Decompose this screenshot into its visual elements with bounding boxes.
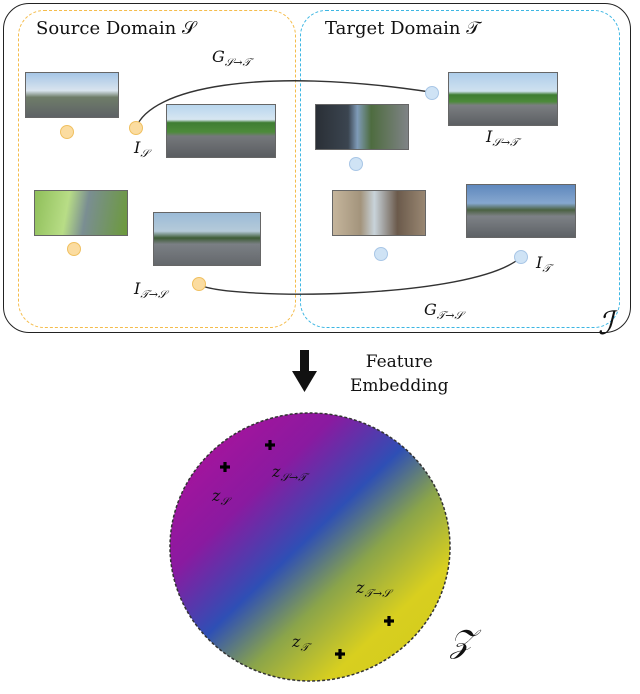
target-domain-box: [300, 10, 620, 328]
feature-space-symbol: 𝒵: [450, 622, 475, 660]
source-domain-box: [18, 10, 296, 328]
label-g-s2t: G𝒮→𝒯: [212, 47, 251, 70]
source-domain-title: Source Domain 𝒮: [36, 18, 196, 39]
target-dot-2: [349, 157, 363, 171]
label-i-s: I𝒮: [134, 138, 149, 161]
target-image-3: [332, 190, 426, 236]
label-i-t: I𝒯: [536, 253, 551, 276]
source-dot-it2s: [192, 277, 206, 291]
image-space-box: [3, 3, 631, 333]
target-image-1: [448, 72, 558, 126]
source-image-1: [25, 72, 119, 118]
source-dot-3: [67, 242, 81, 256]
target-dot-it: [514, 250, 528, 264]
label-i-t2s: I𝒯→𝒮: [134, 279, 167, 302]
g-t2s-curve: [199, 257, 521, 295]
source-image-3: [34, 190, 128, 236]
cross-z-t2s: [384, 616, 394, 626]
cross-z-s2t: [265, 440, 275, 450]
embedding-caption-line1: Feature: [365, 352, 433, 372]
target-dot-3: [374, 247, 388, 261]
embedding-caption-line2: Embedding: [350, 376, 449, 396]
down-arrow-icon: [292, 350, 317, 392]
image-space-symbol: ℐ: [598, 304, 614, 342]
label-g-t2s: G𝒯→𝒮: [424, 300, 463, 323]
label-z-s: z𝒮: [212, 486, 229, 509]
source-dot-1: [60, 125, 74, 139]
cross-z-s: [220, 462, 230, 472]
target-image-2: [315, 104, 409, 150]
target-image-4: [466, 184, 576, 238]
target-domain-title: Target Domain 𝒯: [325, 18, 481, 39]
g-s2t-curve: [135, 80, 431, 129]
label-i-s2t: I𝒮→𝒯: [486, 127, 519, 150]
source-image-2: [166, 104, 276, 158]
label-z-t2s: z𝒯→𝒮: [356, 578, 391, 601]
embedding-caption: Feature Embedding: [350, 350, 449, 398]
label-z-t: z𝒯: [292, 632, 309, 655]
feature-sphere: [169, 412, 451, 682]
cross-z-t: [335, 649, 345, 659]
source-image-4: [153, 212, 261, 266]
target-dot-is2t: [425, 86, 439, 100]
label-z-s2t: z𝒮→𝒯: [272, 462, 307, 485]
source-dot-is: [129, 121, 143, 135]
